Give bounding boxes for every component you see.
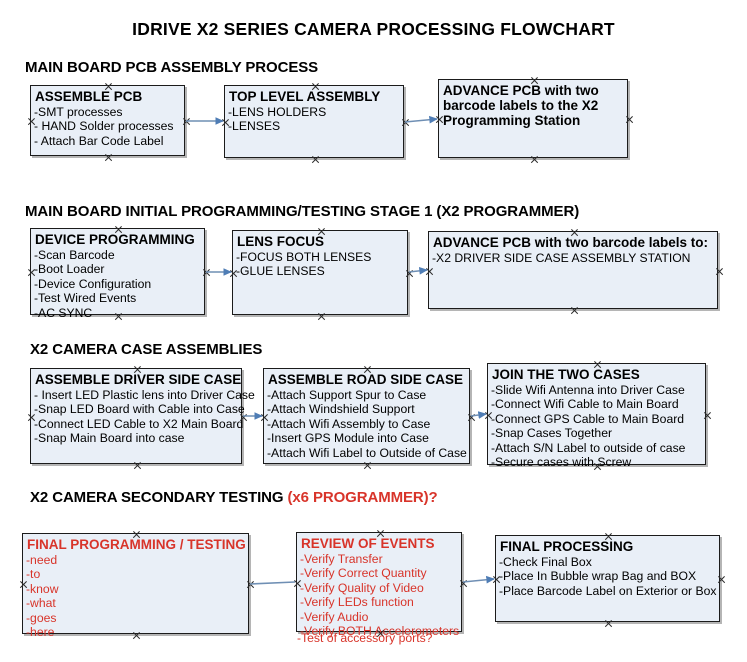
node-line: -LENSES bbox=[228, 119, 281, 134]
node-line: -Attach S/N Label to outside of case bbox=[491, 440, 686, 455]
node-line: -to bbox=[26, 567, 41, 582]
node-line: -Attach Windshield Support bbox=[267, 402, 415, 417]
node-title: FINAL PROGRAMMING / TESTING bbox=[27, 537, 246, 552]
node-line: -know bbox=[26, 581, 59, 596]
node-line: -Verify Audio bbox=[300, 609, 369, 624]
node-lens-focus[interactable]: LENS FOCUS -FOCUS BOTH LENSES -GLUE LENS… bbox=[232, 230, 408, 315]
node-line: -Verify BOTH Accelerometers bbox=[300, 624, 460, 639]
node-line: -Attach Wifi Label to Outside of Case bbox=[267, 445, 467, 460]
section-heading-main-board-initial-programming: MAIN BOARD INITIAL PROGRAMMING/TESTING S… bbox=[25, 203, 580, 220]
node-line: -Snap LED Board with Cable into Case bbox=[34, 402, 245, 417]
node-line: -Place In Bubble wrap Bag and BOX bbox=[499, 569, 697, 584]
node-device-programming[interactable]: DEVICE PROGRAMMING -Scan Barcode -Boot L… bbox=[30, 228, 205, 320]
node-title: TOP LEVEL ASSEMBLY bbox=[229, 89, 381, 104]
node-line: -X2 DRIVER SIDE CASE ASSEMBLY STATION bbox=[432, 251, 691, 265]
node-line: -Attach Wifi Assembly to Case bbox=[267, 416, 431, 431]
node-title: DEVICE PROGRAMMING bbox=[35, 232, 195, 247]
node-line: -Check Final Box bbox=[499, 555, 592, 569]
node-review-of-events-overflow-line: -Test of accessory ports? bbox=[297, 631, 433, 645]
node-assemble-driver-side-case[interactable]: ASSEMBLE DRIVER SIDE CASE - Insert LED P… bbox=[30, 368, 255, 464]
node-title: ADVANCE PCB with two barcode labels to t… bbox=[443, 83, 599, 128]
node-title: JOIN THE TWO CASES bbox=[492, 367, 640, 382]
node-line: -Secure cases with Screw bbox=[491, 455, 632, 470]
node-line: - HAND Solder processes bbox=[34, 119, 174, 134]
node-line: -GLUE LENSES bbox=[236, 264, 325, 279]
connector-top-level-to-advance-pcb bbox=[404, 115, 438, 124]
node-final-processing[interactable]: FINAL PROCESSING -Check Final Box -Place… bbox=[495, 535, 720, 622]
node-title: REVIEW OF EVENTS bbox=[301, 536, 435, 551]
node-assemble-road-side-case[interactable]: ASSEMBLE ROAD SIDE CASE -Attach Support … bbox=[263, 368, 470, 464]
section-heading-text: X2 CAMERA SECONDARY TESTING bbox=[30, 489, 288, 506]
node-line: - Insert LED Plastic lens into Driver Ca… bbox=[34, 388, 255, 402]
node-line: -AC SYNC bbox=[34, 305, 93, 320]
node-line: -Snap Main Board into case bbox=[34, 431, 185, 446]
section-heading-x2-camera-secondary-testing: X2 CAMERA SECONDARY TESTING (x6 PROGRAMM… bbox=[30, 489, 438, 506]
connector-review-to-final-processing bbox=[462, 575, 495, 584]
node-line: -Place Barcode Label on Exterior or Box bbox=[499, 583, 717, 598]
node-line: -Snap Cases Together bbox=[491, 426, 613, 441]
node-line: -Insert GPS Module into Case bbox=[267, 431, 429, 446]
node-line: -LENS HOLDERS bbox=[228, 105, 327, 119]
node-line: - Attach Bar Code Label bbox=[34, 133, 164, 148]
node-line: -Device Configuration bbox=[34, 276, 152, 291]
node-line: -Verify Correct Quantity bbox=[300, 566, 427, 581]
node-assemble-pcb[interactable]: ASSEMBLE PCB -SMT processes - HAND Solde… bbox=[30, 85, 185, 156]
node-line: -what bbox=[26, 596, 56, 611]
node-title: ASSEMBLE ROAD SIDE CASE bbox=[268, 372, 464, 387]
node-title: ASSEMBLE DRIVER SIDE CASE bbox=[35, 372, 242, 387]
node-review-of-events[interactable]: REVIEW OF EVENTS -Verify Transfer -Verif… bbox=[296, 532, 462, 638]
node-title: ADVANCE PCB with two barcode labels to: bbox=[433, 235, 709, 250]
node-line: -Scan Barcode bbox=[34, 248, 115, 262]
page-title: IDRIVE X2 SERIES CAMERA PROCESSING FLOWC… bbox=[132, 19, 615, 39]
node-line: -Connect GPS Cable to Main Board bbox=[491, 411, 685, 426]
connector-lens-focus-to-advance-pcb-driver bbox=[408, 267, 428, 275]
section-heading-accent: (x6 PROGRAMMER)? bbox=[287, 489, 438, 506]
node-line: -Test Wired Events bbox=[34, 291, 137, 306]
node-line: -Boot Loader bbox=[34, 262, 105, 277]
node-top-level-assembly[interactable]: TOP LEVEL ASSEMBLY -LENS HOLDERS -LENSES bbox=[224, 85, 404, 158]
section-heading-x2-camera-case-assemblies: X2 CAMERA CASE ASSEMBLIES bbox=[30, 341, 263, 358]
node-line: -Verify Transfer bbox=[300, 552, 383, 566]
node-advance-pcb-driver-side[interactable]: ADVANCE PCB with two barcode labels to: … bbox=[428, 231, 718, 309]
node-line: -SMT processes bbox=[34, 105, 123, 119]
node-join-the-two-cases[interactable]: JOIN THE TWO CASES -Slide Wifi Antenna i… bbox=[487, 363, 706, 469]
node-line: -here bbox=[26, 625, 55, 640]
node-line: -Connect LED Cable to X2 Main Board bbox=[34, 416, 244, 431]
node-line: -Attach Support Spur to Case bbox=[267, 388, 427, 402]
node-title: FINAL PROCESSING bbox=[500, 539, 634, 554]
node-line: -FOCUS BOTH LENSES bbox=[236, 250, 372, 264]
node-advance-pcb-programming-station[interactable]: ADVANCE PCB with two barcode labels to t… bbox=[438, 79, 628, 158]
node-line: -need bbox=[26, 553, 58, 567]
node-final-programming-testing[interactable]: FINAL PROGRAMMING / TESTING -need -to -k… bbox=[22, 533, 249, 639]
node-line: -Slide Wifi Antenna into Driver Case bbox=[491, 383, 685, 397]
section-heading-main-board-pcb-assembly: MAIN BOARD PCB ASSEMBLY PROCESS bbox=[25, 59, 319, 76]
node-title: ASSEMBLE PCB bbox=[35, 89, 143, 104]
node-title: LENS FOCUS bbox=[237, 234, 325, 249]
node-line: -Connect Wifi Cable to Main Board bbox=[491, 397, 679, 412]
node-line: -goes bbox=[26, 610, 57, 625]
connector-final-programming-to-review bbox=[249, 581, 296, 585]
node-line: -Verify LEDs function bbox=[300, 595, 414, 610]
connector-road-case-to-join-cases bbox=[470, 411, 487, 419]
node-line: -Verify Quality of Video bbox=[300, 580, 424, 595]
